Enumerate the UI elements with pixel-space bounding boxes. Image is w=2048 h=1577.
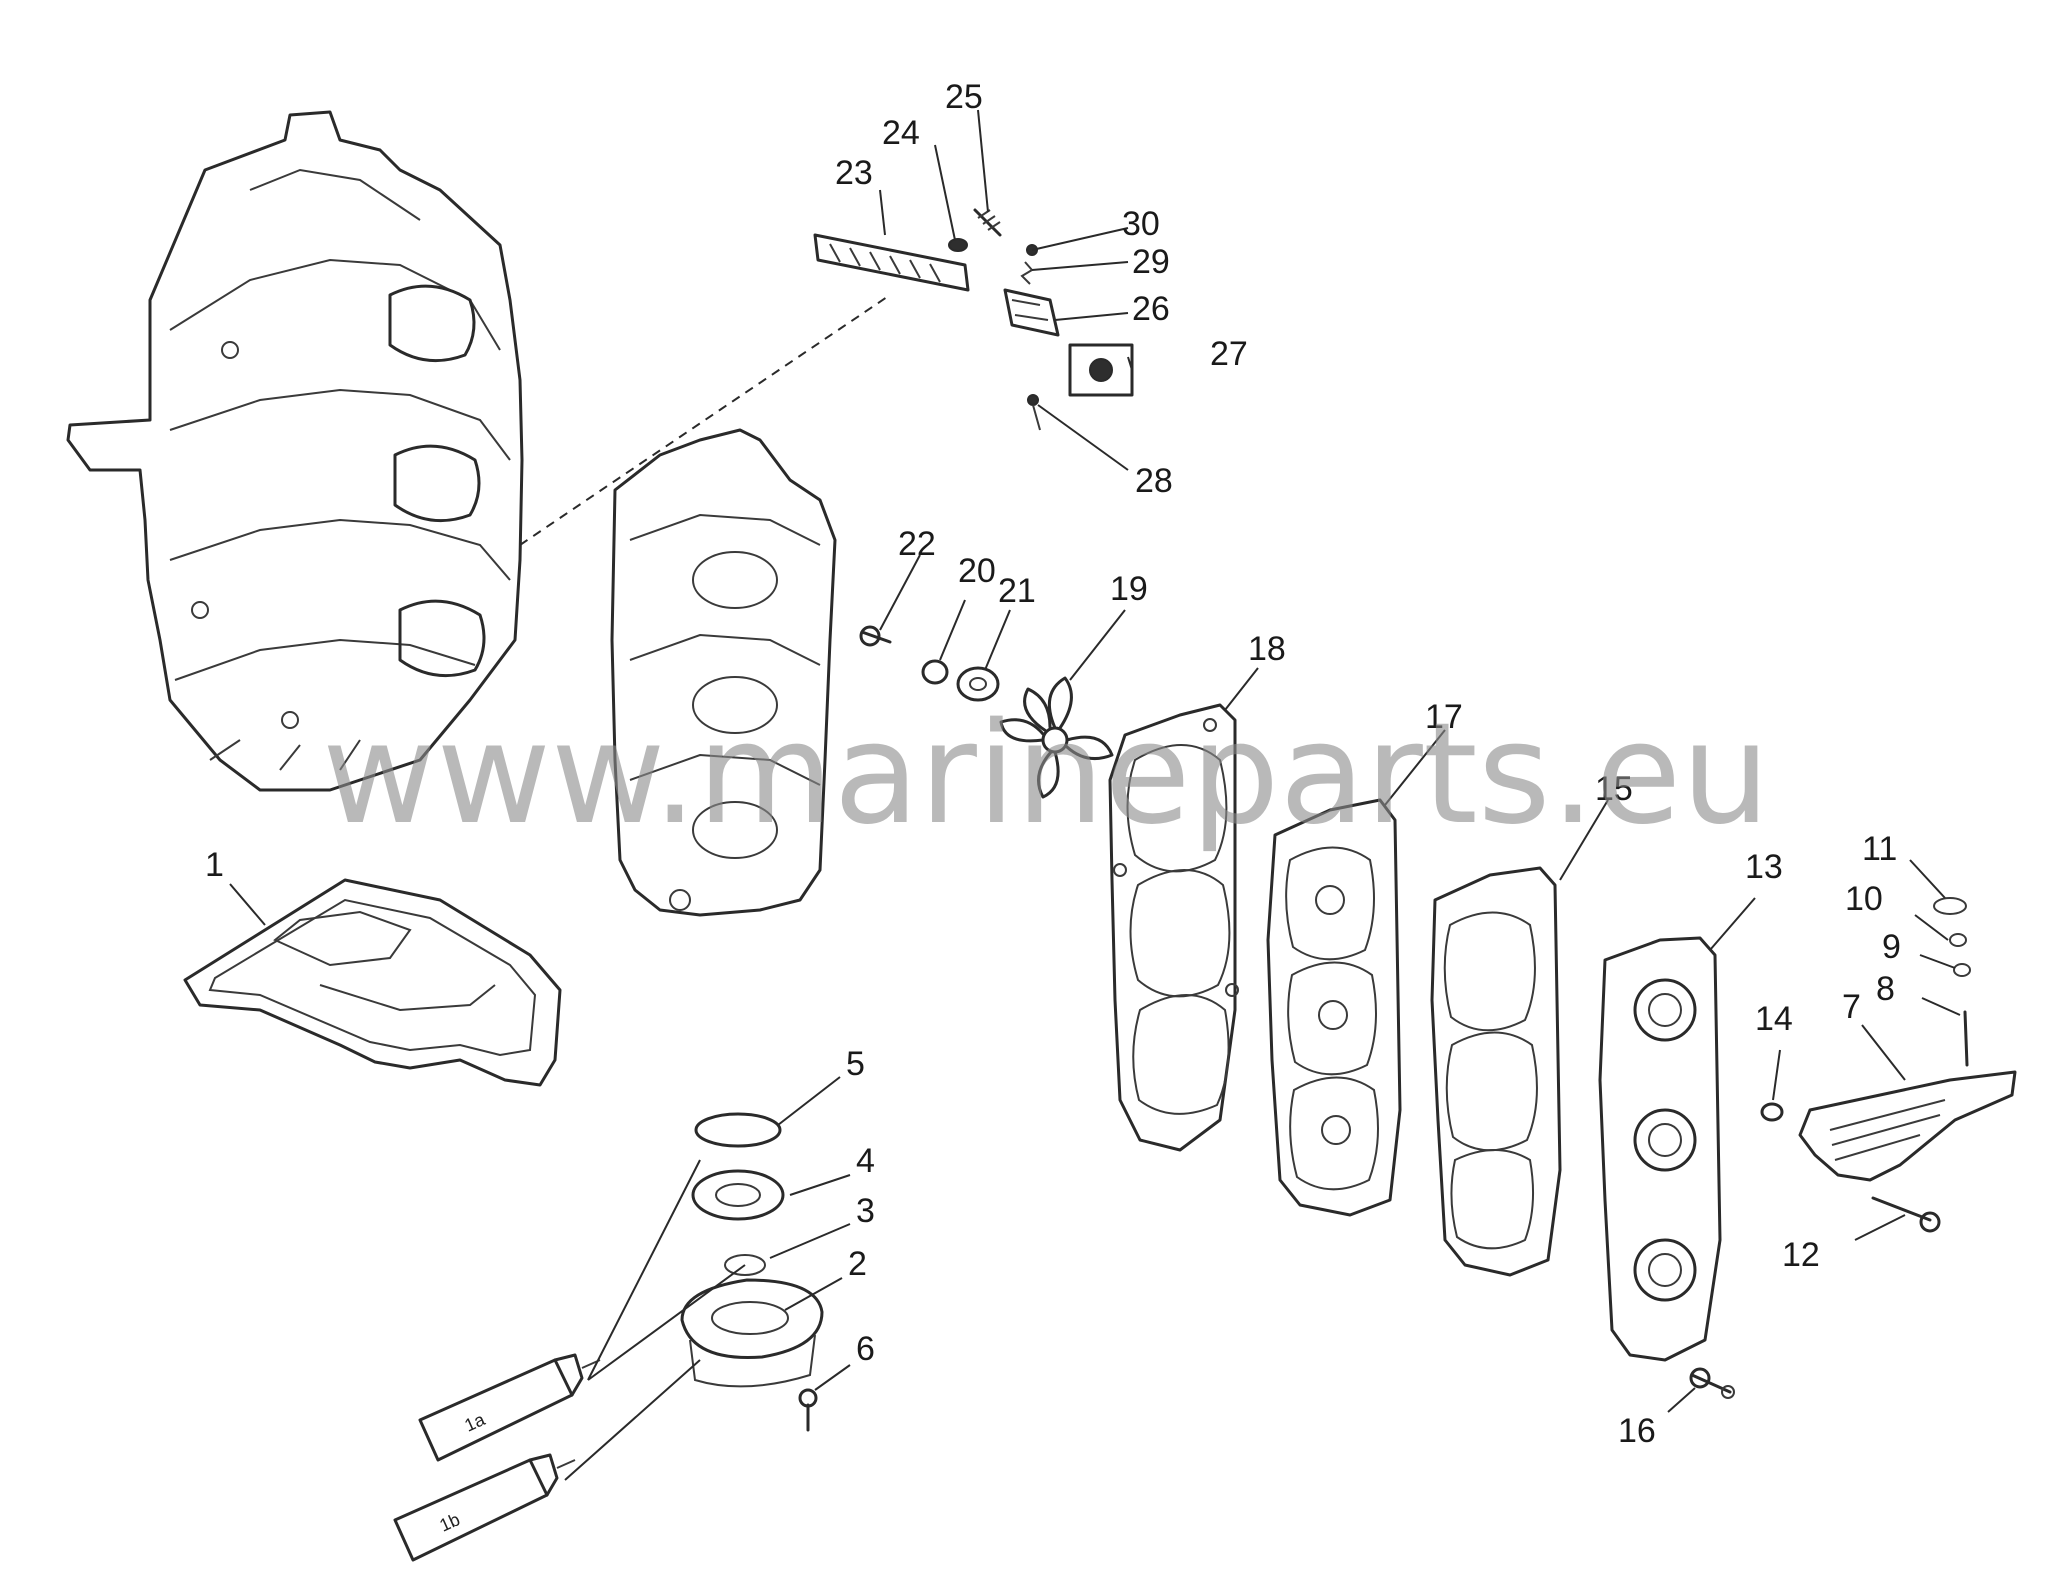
callout-5: 5 <box>846 1045 865 1083</box>
callout-labels: 1 2 3 4 5 6 7 8 9 10 11 12 13 14 15 16 1… <box>205 78 1901 1536</box>
callout-11: 11 <box>1862 830 1897 868</box>
part-12-bolt[interactable] <box>1871 1196 1941 1233</box>
callout-7: 7 <box>1842 988 1861 1026</box>
watermark-text: www.marineparts.eu <box>322 693 1770 856</box>
callout-15: 15 <box>1595 770 1633 808</box>
part-19-impeller[interactable] <box>999 676 1114 799</box>
leader-lines <box>229 109 1961 1481</box>
callout-2: 2 <box>848 1245 867 1283</box>
part-21-cover[interactable] <box>956 666 1000 702</box>
crankcase-block[interactable] <box>66 110 524 792</box>
callout-24: 24 <box>882 114 920 152</box>
part-17-plate[interactable] <box>1266 798 1402 1217</box>
part-7-bracket[interactable] <box>1798 1070 2017 1182</box>
part-9-nut[interactable] <box>1953 963 1971 977</box>
part-28-hose[interactable] <box>1027 394 1041 431</box>
part-27-label-plate[interactable] <box>1068 343 1134 397</box>
part-1-gasket[interactable] <box>183 878 562 1087</box>
callout-27: 27 <box>1210 335 1248 373</box>
callout-20: 20 <box>958 552 996 590</box>
callout-18: 18 <box>1248 630 1286 668</box>
cylinder-block[interactable] <box>610 428 837 917</box>
callout-30: 30 <box>1122 205 1160 243</box>
callout-3: 3 <box>856 1192 875 1230</box>
tube-label-1a: 1a <box>461 1409 488 1436</box>
callout-1: 1 <box>205 846 224 884</box>
tube-1b[interactable] <box>393 1453 576 1562</box>
part-5-o-ring[interactable] <box>694 1112 782 1148</box>
part-10-washer[interactable] <box>1949 933 1967 947</box>
callout-6: 6 <box>856 1330 875 1368</box>
part-24-plug[interactable] <box>948 238 968 252</box>
callout-25: 25 <box>945 78 983 116</box>
callout-29: 29 <box>1132 243 1170 281</box>
callout-13: 13 <box>1745 848 1783 886</box>
part-29-spring[interactable] <box>1020 261 1034 285</box>
part-6-bolt[interactable] <box>798 1388 818 1432</box>
callout-26: 26 <box>1132 290 1170 328</box>
part-15-gasket[interactable] <box>1430 866 1562 1277</box>
part-23-rail[interactable] <box>813 233 970 292</box>
callout-16: 16 <box>1618 1412 1656 1450</box>
part-14-plug[interactable] <box>1760 1102 1784 1122</box>
callout-22: 22 <box>898 525 936 563</box>
callout-17: 17 <box>1425 698 1463 736</box>
callout-14: 14 <box>1755 1000 1793 1038</box>
callout-12: 12 <box>1782 1236 1820 1274</box>
callout-21: 21 <box>998 572 1036 610</box>
part-8-stud[interactable] <box>1963 1010 1969 1067</box>
part-13-exhaust-cover[interactable] <box>1598 936 1722 1362</box>
callout-9: 9 <box>1882 928 1901 966</box>
callout-8: 8 <box>1876 970 1895 1008</box>
part-18-gasket[interactable] <box>1108 703 1239 1152</box>
alignment-line <box>519 294 891 546</box>
part-3-bearing[interactable] <box>724 1254 766 1276</box>
tube-label-1b: 1b <box>436 1509 462 1535</box>
part-25-screw[interactable] <box>973 208 1002 237</box>
callout-19: 19 <box>1110 570 1148 608</box>
callout-23: 23 <box>835 154 873 192</box>
part-11-clip[interactable] <box>1933 897 1967 915</box>
part-4-oil-seal[interactable] <box>691 1169 785 1221</box>
tube-1a[interactable] <box>418 1353 601 1462</box>
part-22-bolt[interactable] <box>859 625 892 647</box>
callout-4: 4 <box>856 1142 875 1180</box>
callout-10: 10 <box>1845 880 1883 918</box>
callout-28: 28 <box>1135 462 1173 500</box>
part-16-bolt[interactable] <box>1689 1367 1735 1399</box>
part-20-seal[interactable] <box>921 659 949 685</box>
part-26-valve[interactable] <box>1003 288 1060 337</box>
